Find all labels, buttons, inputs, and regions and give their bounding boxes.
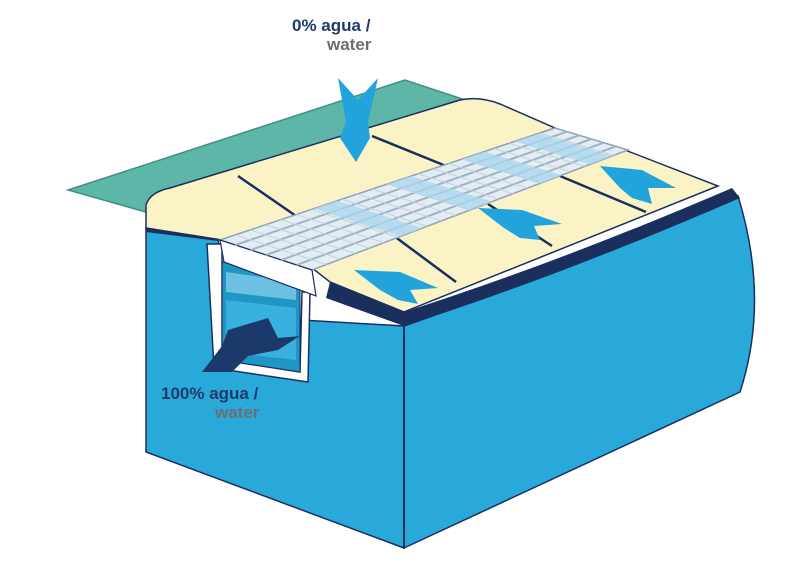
grating-water-band bbox=[461, 151, 562, 184]
bottom-label: 100% agua / water bbox=[161, 384, 259, 422]
grating-crossbar bbox=[235, 234, 327, 266]
bottom-label-line2: water bbox=[215, 403, 260, 422]
inflow-arrow bbox=[600, 166, 676, 204]
grating-crossbar bbox=[509, 142, 586, 167]
inflow-arrow bbox=[478, 208, 562, 240]
grating-crossbar bbox=[433, 168, 514, 195]
grating-water-band bbox=[387, 176, 493, 210]
grating-crossbar bbox=[311, 208, 399, 238]
grating-crossbar bbox=[295, 214, 384, 244]
grating-crossbar bbox=[280, 219, 370, 249]
bottom-label-line1: 100% agua / bbox=[161, 384, 259, 403]
top-label-line2: water bbox=[327, 35, 372, 54]
top-label-line1: 0% agua / bbox=[292, 16, 371, 35]
top-arrow bbox=[338, 78, 378, 162]
grating-crossbar bbox=[265, 224, 356, 255]
grating-crossbar bbox=[372, 188, 456, 216]
grating-crossbar bbox=[250, 229, 341, 260]
inflow-arrow bbox=[354, 270, 438, 304]
grating-crossbar bbox=[417, 173, 499, 200]
grating-bands bbox=[313, 133, 613, 237]
grating-crossbar bbox=[539, 132, 614, 156]
grating-crossbar bbox=[448, 163, 528, 189]
grating-crossbar bbox=[356, 193, 442, 222]
grating-water-band bbox=[313, 200, 423, 237]
outflow-arrow bbox=[202, 318, 300, 372]
overflow-grating bbox=[217, 127, 631, 297]
pool-rim-right bbox=[326, 188, 740, 326]
grating-water-band bbox=[514, 133, 613, 165]
top-label: 0% agua / water bbox=[292, 16, 371, 54]
grating-crossbar bbox=[493, 147, 571, 173]
grating-crossbar bbox=[341, 198, 428, 227]
